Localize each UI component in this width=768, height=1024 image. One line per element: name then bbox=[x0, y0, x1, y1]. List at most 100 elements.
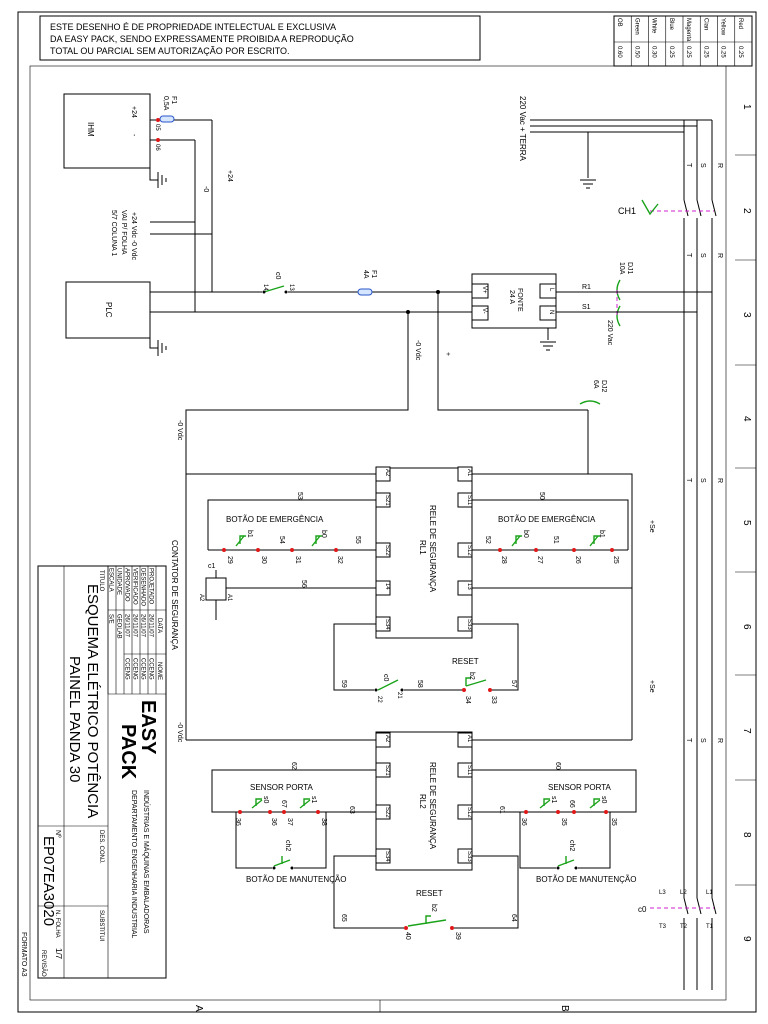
c0-term-14: 14 bbox=[262, 284, 268, 291]
phase-r-label-2: R bbox=[716, 253, 723, 258]
phase-s-label-3: S bbox=[699, 478, 706, 483]
wire-color-size: 0.25 bbox=[668, 46, 674, 58]
minus0-label: -0 bbox=[202, 186, 209, 192]
motor-contactor bbox=[650, 897, 717, 918]
c0-term-13: 13 bbox=[288, 284, 294, 291]
tb-hdr-data: DATA bbox=[156, 618, 162, 633]
phase-r-label: R bbox=[716, 163, 723, 168]
grid-letter-a: A bbox=[193, 1005, 204, 1012]
tb-row-date: GEOLAB bbox=[116, 614, 122, 639]
r2-maint-right-contact: ch2 bbox=[568, 840, 575, 851]
tb-number: EP07EA3020 bbox=[40, 836, 57, 926]
fonte-n: N bbox=[548, 310, 554, 314]
plus24-label: +24 bbox=[226, 170, 233, 182]
relay1-left-group: BOTÃO DE EMERGÊNCIA bbox=[226, 515, 324, 524]
tb-company-2: DEPARTAMENTO ENGENHARIA INDUSTRIAL bbox=[130, 790, 137, 939]
relay-terminal bbox=[375, 466, 391, 482]
tb-row-date: 26/11/07 bbox=[148, 614, 154, 638]
relay2-tag: RL2 bbox=[418, 794, 427, 809]
tb-row-key: VERIFICADO bbox=[132, 568, 138, 605]
relay-terminal-label: S34 bbox=[384, 851, 390, 862]
notice-line-1: ESTE DESENHO É DE PROPRIEDADE INTELECTUA… bbox=[50, 22, 336, 32]
dj2-breaker bbox=[579, 400, 601, 405]
tb-row-key: APROVADO bbox=[124, 568, 130, 602]
motor-t3: T3 bbox=[659, 924, 667, 930]
fuse-f1-top bbox=[159, 115, 175, 123]
tb-row-key: ESCALA bbox=[108, 568, 114, 592]
r2-right-s0: s0 bbox=[600, 796, 607, 804]
relay-terminal bbox=[375, 762, 391, 778]
relay2-body bbox=[375, 731, 473, 871]
relay2-right-group: SENSOR PORTA bbox=[548, 783, 611, 792]
r1-w30: 30 bbox=[260, 556, 267, 564]
r2-w67: 67 bbox=[280, 800, 287, 808]
relay1-tag: RL1 bbox=[418, 540, 427, 555]
phase-s-label: S bbox=[699, 163, 706, 168]
tb-row-key: DESENHADO bbox=[140, 568, 146, 606]
wire-color-name: Magenta bbox=[685, 18, 691, 42]
s1-label: S1 bbox=[582, 304, 591, 311]
f1-mid-rating: 4A bbox=[362, 270, 369, 279]
wire-color-size: 0.25 bbox=[720, 46, 726, 58]
dj2-rating: 6A bbox=[592, 380, 599, 389]
grid-number: 8 bbox=[741, 832, 752, 838]
relay-terminal-label: S11 bbox=[466, 495, 472, 506]
motor-c0: c0 bbox=[638, 905, 647, 914]
coil-c1-label: c1 bbox=[208, 563, 216, 570]
r2-w60: 60 bbox=[554, 762, 561, 770]
grid-separators bbox=[379, 154, 756, 1012]
wire-color-size: 0.25 bbox=[685, 46, 691, 58]
relay-terminal-label: S22 bbox=[384, 807, 390, 818]
grid-number: 9 bbox=[741, 936, 752, 942]
r2-w36b: 36 bbox=[270, 818, 277, 826]
coil-c1-a2: A2 bbox=[198, 594, 204, 602]
relay-terminal-label: A2 bbox=[384, 469, 390, 477]
wire-color-table: Red0.25Yellow0.25Cian0.25Magenta0.25Blue… bbox=[613, 15, 753, 67]
r2-w35a: 35 bbox=[560, 818, 567, 826]
wire-06: 06 bbox=[154, 144, 160, 151]
relay-terminal-label: S33 bbox=[466, 851, 472, 862]
tb-logo: EASY bbox=[137, 700, 159, 755]
r2-w36a: 36 bbox=[234, 818, 241, 826]
c0-label: c0 bbox=[274, 272, 281, 280]
fonte-feed-wires bbox=[555, 291, 712, 313]
r1-w54: 54 bbox=[278, 536, 285, 544]
svg-text:-0 Vdc: -0 Vdc bbox=[176, 722, 183, 743]
r2-w65: 65 bbox=[340, 914, 347, 922]
grid-number: 7 bbox=[741, 728, 752, 734]
relay-terminal-label: S21 bbox=[384, 765, 390, 776]
tb-row-date: 26/11/07 bbox=[132, 614, 138, 638]
r1-left-b1: b1 bbox=[246, 530, 253, 538]
ihm-label: IHM bbox=[86, 122, 95, 137]
motor-l3: L3 bbox=[659, 890, 666, 896]
tb-row-date: 26/11/07 bbox=[140, 614, 146, 638]
wire-color-size: 0.60 bbox=[616, 46, 622, 58]
zero-vdc-label-1: -0 Vdc bbox=[414, 340, 421, 361]
relay-terminal bbox=[457, 580, 473, 596]
relay-terminal-label: S21 bbox=[384, 495, 390, 506]
relay-terminal bbox=[375, 732, 391, 748]
r1-reset-contacts bbox=[374, 677, 492, 694]
r1-w59: 59 bbox=[340, 680, 347, 688]
r2-w66: 66 bbox=[568, 800, 575, 808]
wire-color-size: 0.25 bbox=[737, 46, 743, 58]
r1-reset-label: RESET bbox=[452, 657, 479, 666]
phase-s-label-2: S bbox=[699, 253, 706, 258]
phase-t-label: T bbox=[685, 163, 692, 168]
relay-terminal-label: S11 bbox=[466, 765, 472, 776]
fonte-title: FONTE bbox=[516, 288, 523, 312]
relay-terminal bbox=[457, 466, 473, 482]
relay-terminal bbox=[457, 732, 473, 748]
relay-terminal-label: S22 bbox=[384, 545, 390, 556]
plc-label: PLC bbox=[104, 302, 113, 318]
relay1-title: RELE DE SEGURANÇA bbox=[428, 505, 437, 593]
wire-color-name: Yellow bbox=[720, 18, 726, 36]
tb-row-name: CCENG bbox=[124, 658, 130, 680]
drawing-frame bbox=[29, 65, 727, 1001]
grid-letter-b: B bbox=[559, 1005, 570, 1012]
title-block: EASY PACK INDÚSTRIAS E MÁQUINAS EMBALADO… bbox=[37, 565, 167, 979]
notice-line-3: TOTAL OU PARCIAL SEM AUTORIZAÇÃO POR ESC… bbox=[50, 46, 290, 56]
coil-c1-a1: A1 bbox=[226, 594, 232, 602]
